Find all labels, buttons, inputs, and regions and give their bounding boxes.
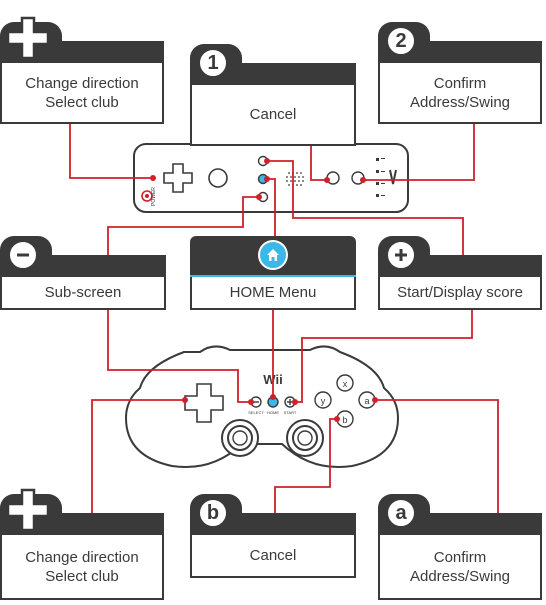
card-a: a Confirm Address/Swing: [378, 494, 542, 600]
b-button-icon: b: [198, 498, 228, 528]
minus-icon: [8, 240, 38, 270]
card-dpad-top: Change direction Select club: [0, 16, 164, 124]
dpad-icon: [6, 16, 50, 60]
remote-player-leds-icon: [376, 158, 385, 197]
card-b: b Cancel: [190, 494, 356, 578]
connector-wires: [69, 124, 499, 528]
card-minus-text: Sub-screen: [0, 277, 166, 310]
a-button-icon: a: [386, 498, 416, 528]
classic-left-stick-icon: [221, 419, 259, 457]
classic-x-button: x: [343, 379, 348, 389]
remote-wii-logo-icon: [389, 169, 397, 185]
home-icon: [258, 240, 288, 270]
wire-sub: [107, 300, 251, 403]
wire-one: [310, 146, 327, 181]
wii-remote: POWER: [133, 143, 409, 213]
classic-a-button: a: [364, 396, 369, 406]
card-b-text: Cancel: [190, 535, 356, 578]
card-home-text: HOME Menu: [190, 277, 356, 310]
card-plus: Start/Display score: [378, 236, 542, 310]
wire-b: [274, 418, 337, 528]
wire-two: [363, 124, 475, 181]
card-dpad-bottom-text: Change direction Select club: [0, 535, 164, 600]
wire-dpad-bottom: [91, 399, 185, 515]
remote-a-button-icon: [208, 168, 228, 188]
classic-b-button: b: [342, 415, 347, 425]
wire-a: [375, 399, 499, 515]
two-button-icon: 2: [386, 26, 416, 56]
card-two-text: Confirm Address/Swing: [378, 63, 542, 124]
classic-dpad-icon: [184, 383, 224, 423]
card-one: 1 Cancel: [190, 44, 356, 146]
classic-start-label: START: [284, 410, 297, 415]
card-minus: Sub-screen: [0, 236, 166, 310]
card-one-text: Cancel: [190, 85, 356, 146]
connector-dots: [150, 158, 378, 422]
wire-plus: [267, 160, 464, 255]
wire-minus: [107, 196, 259, 255]
classic-home-label: HOME: [267, 410, 279, 415]
classic-controller: Wii SELECT HOME START x y a b: [124, 345, 400, 468]
classic-y-button: y: [321, 396, 326, 406]
classic-right-stick-icon: [286, 419, 324, 457]
one-button-icon: 1: [198, 48, 228, 78]
classic-select-label: SELECT: [248, 410, 264, 415]
card-home: HOME Menu: [190, 236, 356, 310]
remote-power-label: POWER: [151, 187, 157, 206]
card-dpad-top-text: Change direction Select club: [0, 63, 164, 124]
wire-start: [295, 300, 473, 403]
dpad-icon: [6, 488, 50, 532]
plus-icon: [386, 240, 416, 270]
card-plus-text: Start/Display score: [378, 277, 542, 310]
remote-dpad-icon: [163, 163, 193, 193]
wire-dpad-top: [69, 124, 153, 179]
card-dpad-bottom: Change direction Select club: [0, 488, 164, 600]
card-two: 2 Confirm Address/Swing: [378, 22, 542, 124]
card-a-text: Confirm Address/Swing: [378, 535, 542, 600]
